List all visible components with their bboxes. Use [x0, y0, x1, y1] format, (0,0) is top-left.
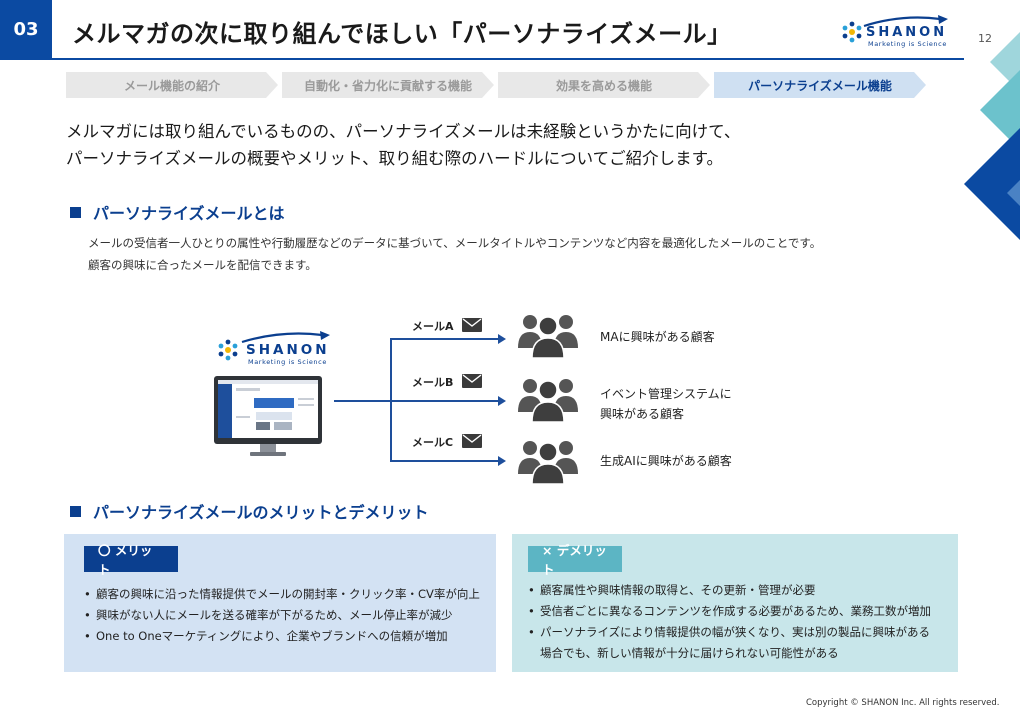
mail-c-label: メールC: [412, 436, 454, 449]
shanon-flower-logo-icon: [842, 21, 862, 43]
header-logo: SHANON Marketing is Science: [838, 14, 950, 48]
people-group-icon: [518, 441, 578, 484]
list-item: One to Oneマーケティングにより、企業やブランドへの信頼が増加: [84, 626, 480, 647]
logo-tagline: Marketing is Science: [868, 40, 947, 48]
demerit-box: × デメリット 顧客属性や興味情報の取得と、その更新・管理が必要 受信者ごとに異…: [512, 534, 958, 672]
segment-b-label: イベント管理システムに 興味がある顧客: [600, 384, 732, 424]
step-navigation: メール機能の紹介 自動化・省力化に貢献する機能 効果を高める機能 パーソナライズ…: [66, 72, 930, 98]
segment-c-label: 生成AIに興味がある顧客: [600, 454, 732, 468]
segment-b-line-1: イベント管理システムに: [600, 387, 732, 401]
envelope-icon: [462, 318, 482, 332]
diagram-logo-name: SHANON: [246, 342, 330, 358]
definition-line-2: 顧客の興味に合ったメールを配信できます。: [88, 258, 317, 272]
list-item: 顧客の興味に沿った情報提供でメールの開封率・クリック率・CV率が向上: [84, 584, 480, 605]
square-bullet-icon: [70, 505, 81, 517]
segment-a-label: MAに興味がある顧客: [600, 330, 715, 344]
arrow-head-b-icon: [498, 396, 506, 406]
copyright: Copyright © SHANON Inc. All rights reser…: [806, 698, 1000, 708]
swoosh-arrow-icon: [863, 15, 948, 28]
people-group-icon: [518, 315, 578, 358]
lead-line-1: メルマガには取り組んでいるものの、パーソナライズメールは未経験というかたに向けて…: [66, 122, 741, 141]
diagram-logo-tagline: Marketing is Science: [248, 358, 327, 366]
page-number: 12: [978, 32, 992, 45]
list-item-line-2: 場合でも、新しい情報が十分に届けられない可能性がある: [540, 646, 839, 660]
step-automation[interactable]: 自動化・省力化に貢献する機能: [282, 72, 494, 98]
shanon-flower-logo-icon: [218, 339, 238, 361]
monitor-icon: [214, 376, 322, 456]
definition-heading: パーソナライズメールとは: [70, 200, 285, 224]
merits-heading-text: パーソナライズメールのメリットとデメリット: [93, 503, 429, 522]
envelope-icon: [462, 434, 482, 448]
header-divider: [0, 58, 964, 60]
demerit-tag: × デメリット: [528, 543, 622, 577]
square-bullet-icon: [70, 206, 81, 218]
merits-heading: パーソナライズメールのメリットとデメリット: [70, 499, 429, 523]
envelope-icon: [462, 374, 482, 388]
segment-b-line-2: 興味がある顧客: [600, 407, 685, 421]
merit-box: 〇 メリット 顧客の興味に沿った情報提供でメールの開封率・クリック率・CV率が向…: [64, 534, 496, 672]
step-personalized-mail[interactable]: パーソナライズメール機能: [714, 72, 926, 98]
connector-trunk: [334, 400, 392, 402]
definition-text: メールの受信者一人ひとりの属性や行動履歴などのデータに基づいて、メールタイトルや…: [88, 232, 968, 276]
arrow-head-a-icon: [498, 334, 506, 344]
merit-tag: 〇 メリット: [84, 543, 178, 577]
step-effectiveness[interactable]: 効果を高める機能: [498, 72, 710, 98]
list-item: 興味がない人にメールを送る確率が下がるため、メール停止率が減少: [84, 605, 480, 626]
decorative-diamonds: [964, 32, 1020, 240]
definition-line-1: メールの受信者一人ひとりの属性や行動履歴などのデータに基づいて、メールタイトルや…: [88, 236, 822, 250]
diagram-logo: SHANON Marketing is Science: [216, 330, 336, 368]
logo-name: SHANON: [866, 25, 948, 40]
people-group-icon: [518, 379, 578, 422]
list-item: 受信者ごとに異なるコンテンツを作成する必要があるため、業務工数が増加: [528, 601, 931, 622]
list-item: パーソナライズにより情報提供の幅が狭くなり、実は別の製品に興味がある 場合でも、…: [528, 622, 931, 664]
lead-line-2: パーソナライズメールの概要やメリット、取り組む際のハードルについてご紹介します。: [66, 149, 724, 168]
connector-b: [390, 400, 498, 402]
list-item-line-1: パーソナライズにより情報提供の幅が狭くなり、実は別の製品に興味がある: [540, 625, 930, 639]
definition-heading-text: パーソナライズメールとは: [93, 204, 285, 223]
arrow-head-c-icon: [498, 456, 506, 466]
connector-c: [390, 460, 498, 462]
swoosh-arrow-icon: [241, 331, 330, 344]
page-title: メルマガの次に取り組んでほしい「パーソナライズメール」: [72, 20, 732, 48]
merit-list: 顧客の興味に沿った情報提供でメールの開封率・クリック率・CV率が向上 興味がない…: [84, 584, 480, 647]
section-number: 03: [0, 0, 52, 58]
mail-a-label: メールA: [412, 320, 454, 333]
lead-text: メルマガには取り組んでいるものの、パーソナライズメールは未経験というかたに向けて…: [66, 118, 946, 172]
step-mail-features[interactable]: メール機能の紹介: [66, 72, 278, 98]
list-item: 顧客属性や興味情報の取得と、その更新・管理が必要: [528, 580, 931, 601]
connector-a: [390, 338, 498, 340]
demerit-list: 顧客属性や興味情報の取得と、その更新・管理が必要 受信者ごとに異なるコンテンツを…: [528, 580, 931, 664]
mail-b-label: メールB: [412, 376, 454, 389]
